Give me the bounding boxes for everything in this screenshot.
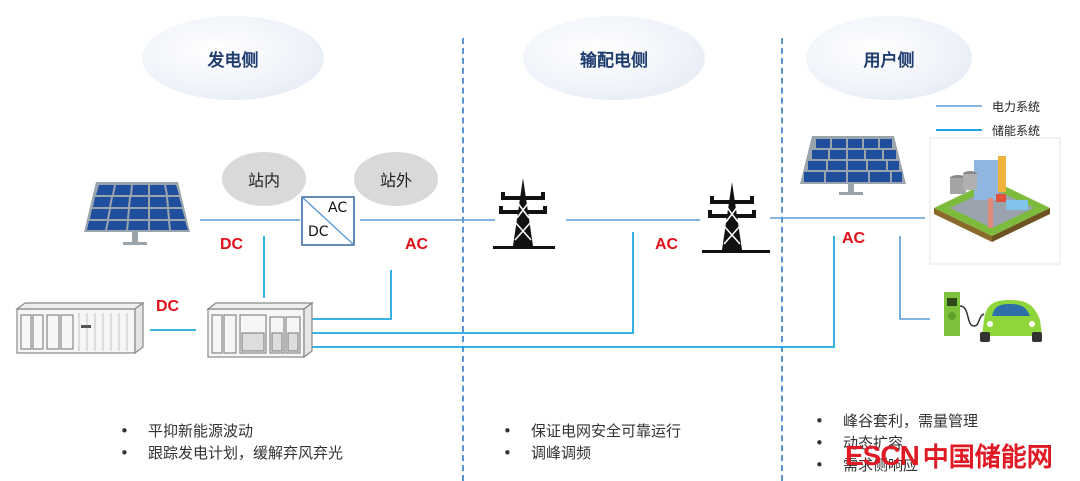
in-station-bubble: 站内 xyxy=(222,152,306,206)
pcs-container-icon xyxy=(206,301,314,359)
out-station-bubble: 站外 xyxy=(354,152,438,206)
section-title-user-text: 用户侧 xyxy=(863,50,915,71)
user-solar-panel-icon xyxy=(800,136,906,195)
converter-ac-label: AC xyxy=(328,200,348,216)
power-line-ev xyxy=(899,236,930,320)
transmission-tower-icon xyxy=(493,178,555,249)
solar-panel-icon xyxy=(84,182,190,245)
storage-line-ac-station xyxy=(312,270,392,320)
storage-line-ac-transmission xyxy=(312,232,634,334)
section-title-generation-text: 发电侧 xyxy=(207,50,259,71)
out-station-text: 站外 xyxy=(379,171,412,190)
transmission-tower-icon-2 xyxy=(702,182,770,253)
ac-label-transmission: AC xyxy=(655,236,679,253)
section-title-user: 用户侧 xyxy=(806,16,972,100)
converter-dc-label: DC xyxy=(308,224,329,240)
legend-power-system: 电力系统 xyxy=(992,100,1041,114)
escn-watermark: ESCN 中国储能网 xyxy=(845,437,1053,474)
section-title-transmission: 输配电侧 xyxy=(523,16,705,100)
dc-label-battery: DC xyxy=(156,298,180,315)
list-item: •保证电网安全可靠运行 xyxy=(503,422,682,440)
legend-storage-system: 储能系统 xyxy=(992,124,1041,138)
watermark-cn: 中国储能网 xyxy=(922,442,1053,472)
dc-label-pv: DC xyxy=(220,236,244,253)
section-title-transmission-text: 输配电侧 xyxy=(580,50,648,71)
storage-line-ac-user xyxy=(312,236,835,348)
user-benefits: •峰谷套利，需量管理 •动态扩容 •需求侧响应 xyxy=(815,410,978,476)
ev-charging-icon xyxy=(944,292,1042,342)
section-title-generation: 发电侧 xyxy=(142,16,324,100)
divider-generation-transmission xyxy=(462,38,464,481)
list-item: •峰谷套利，需量管理 xyxy=(815,412,979,430)
ac-label-generation: AC xyxy=(405,236,429,253)
ac-label-user: AC xyxy=(842,230,866,247)
watermark-latin: ESCN xyxy=(845,439,920,471)
generation-benefits: •平抑新能源波动 •跟踪发电计划，缓解弃风弃光 xyxy=(120,420,343,464)
list-item: •动态扩容 xyxy=(815,434,904,452)
list-item: •需求侧响应 xyxy=(815,456,919,474)
industrial-park-icon xyxy=(929,137,1061,265)
in-station-text: 站内 xyxy=(247,171,280,190)
ac-dc-converter-icon xyxy=(301,196,355,246)
list-item: •调峰调频 xyxy=(503,444,592,462)
battery-container-icon xyxy=(15,301,145,355)
divider-transmission-user xyxy=(781,38,783,481)
list-item: •平抑新能源波动 xyxy=(120,422,254,440)
transmission-benefits: •保证电网安全可靠运行 •调峰调频 xyxy=(503,420,681,464)
list-item: •跟踪发电计划，缓解弃风弃光 xyxy=(120,444,344,462)
